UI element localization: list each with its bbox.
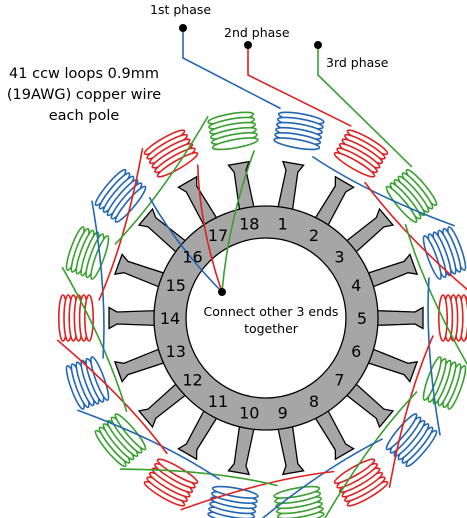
slot-number: 12 <box>182 371 202 390</box>
winding-spec-line-3: each pole <box>48 108 120 124</box>
phase-label: 3rd phase <box>326 55 389 70</box>
coil <box>273 111 325 151</box>
phase-terminal-dot <box>244 41 252 49</box>
coil-wire <box>427 277 441 436</box>
center-note-line-2: together <box>244 321 298 336</box>
coil <box>422 356 467 410</box>
coil-wire <box>388 335 434 489</box>
stator-bore <box>185 237 347 399</box>
stator-tooth <box>371 306 424 330</box>
slot-number: 6 <box>351 342 361 361</box>
coil <box>333 129 389 178</box>
coil <box>143 129 199 178</box>
slot-number: 10 <box>239 404 259 423</box>
coil-wire <box>120 468 278 487</box>
stator-tooth <box>108 306 161 330</box>
slot-number: 4 <box>351 276 361 295</box>
phase-terminal-dot <box>179 24 187 32</box>
coil-wire <box>77 409 221 481</box>
center-note-line-1: Connect other 3 ends <box>203 304 339 319</box>
phase-lead-wire <box>247 45 352 127</box>
coil-wire <box>324 391 418 518</box>
winding-spec-note: 41 ccw loops 0.9mm (19AWG) copper wire e… <box>4 64 164 127</box>
stator-ring <box>154 206 378 430</box>
coil-wire <box>180 470 335 511</box>
slot-number: 3 <box>334 247 344 266</box>
coil <box>94 413 147 468</box>
coil-wire <box>261 438 384 518</box>
coil <box>207 111 259 151</box>
star-point-wire <box>148 196 223 293</box>
slot-number: 16 <box>182 247 202 266</box>
coil-wire <box>56 339 168 455</box>
slot-number: 18 <box>239 215 259 234</box>
slot-number: 5 <box>357 309 367 328</box>
slot-number: 7 <box>334 371 344 390</box>
coil <box>143 458 199 507</box>
coil-wire <box>61 266 128 413</box>
coil-wire <box>98 147 144 301</box>
coil <box>422 226 467 280</box>
phase-lead-wire <box>317 45 413 168</box>
slot-number: 13 <box>166 342 186 361</box>
slot-number: 8 <box>309 392 319 411</box>
coil-wire <box>91 200 105 359</box>
star-point-wire <box>221 150 256 293</box>
center-connection-note: Connect other 3 ends together <box>186 303 356 337</box>
coil <box>273 485 325 518</box>
star-point-dot <box>218 288 226 296</box>
winding-spec-line-1: 41 ccw loops 0.9mm <box>9 66 159 82</box>
slot-number: 1 <box>278 215 288 234</box>
slot-number: 9 <box>278 404 288 423</box>
slot-number: 2 <box>309 226 319 245</box>
star-point-wire <box>196 164 223 293</box>
phase-terminal-dot <box>314 41 322 49</box>
coil <box>207 485 259 518</box>
coil-wire <box>311 155 455 227</box>
phase-label: 2nd phase <box>224 25 290 40</box>
phase-lead-wire <box>182 28 281 110</box>
coil <box>333 458 389 507</box>
slot-number: 11 <box>208 392 228 411</box>
stator-outer-edge <box>153 205 379 431</box>
coil <box>65 226 110 280</box>
coil-wire <box>404 223 467 366</box>
winding-spec-line-2: (19AWG) copper wire <box>6 87 162 103</box>
coil-wire <box>114 115 209 245</box>
coil <box>57 294 94 342</box>
slot-number: 17 <box>208 226 228 245</box>
slot-number: 14 <box>160 309 180 328</box>
phase-label: 1st phase <box>150 2 211 17</box>
coil-wire <box>364 181 467 291</box>
slot-number: 15 <box>166 276 186 295</box>
